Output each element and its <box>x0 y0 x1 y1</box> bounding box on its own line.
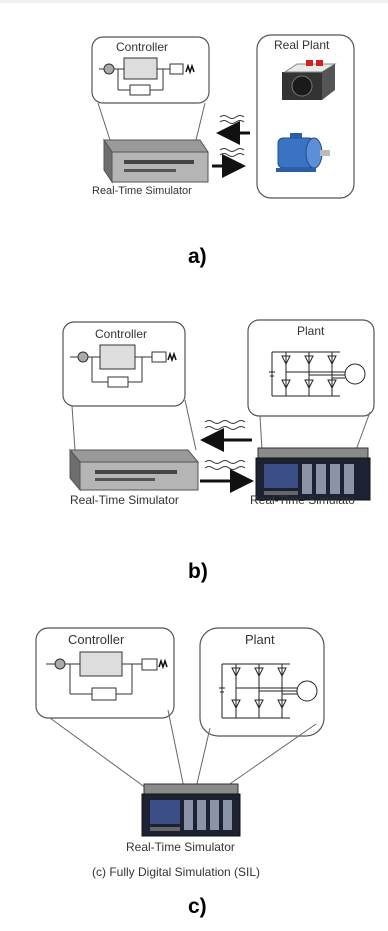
controller-block-diagram-c <box>46 651 168 701</box>
real-time-simulator-icon-b <box>68 448 200 492</box>
subtitle-c: (c) Fully Digital Simulation (SIL) <box>92 865 261 879</box>
plant-callout-a <box>256 34 355 199</box>
controller-block-diagram-b <box>70 344 177 388</box>
plant-callout-b <box>247 319 375 417</box>
inverter-circuit-b <box>269 351 366 397</box>
simulator-left-label-b: Real-Time Simulator <box>70 493 179 507</box>
simulator-right-label-b: Real-Time Simulato <box>250 493 355 507</box>
plant-title-a: Real Plant <box>274 38 330 52</box>
signal-arrows-b <box>200 420 254 493</box>
plant-title-c: Plant <box>245 632 275 647</box>
panel-b-drawing <box>62 319 375 501</box>
controller-title-c: Controller <box>68 632 125 647</box>
controller-title-a: Controller <box>116 40 169 54</box>
caption-b: b) <box>188 560 208 583</box>
controller-block-diagram-a <box>99 57 195 96</box>
panel-a-drawing <box>91 34 355 199</box>
caption-a: a) <box>188 245 207 268</box>
panel-c-drawing <box>35 627 325 837</box>
panel-c: Controller Plant Real-Time Simulator (c)… <box>0 620 388 931</box>
simulator-label-c: Real-Time Simulator <box>126 840 235 854</box>
top-divider <box>0 0 388 3</box>
simulator-label-a: Real-Time Simulator <box>92 185 192 197</box>
controller-title-b: Controller <box>95 327 148 341</box>
plant-title-b: Plant <box>297 324 325 338</box>
inverter-module-icon-a <box>282 60 337 100</box>
panel-a: Controller Real Plant Real-Time Simulato… <box>0 0 388 300</box>
plant-callout-c <box>199 627 325 737</box>
electric-motor-icon-a <box>276 133 330 172</box>
inverter-circuit-c <box>219 663 318 719</box>
caption-c: c) <box>188 895 207 918</box>
panel-b: Controller Plant Real-Time Simulator Rea… <box>0 300 388 620</box>
signal-arrows-a <box>212 115 250 178</box>
real-time-simulator-icon-a <box>103 138 209 184</box>
real-time-simulator-rack-c <box>141 783 241 837</box>
real-time-simulator-rack-b <box>255 447 371 501</box>
